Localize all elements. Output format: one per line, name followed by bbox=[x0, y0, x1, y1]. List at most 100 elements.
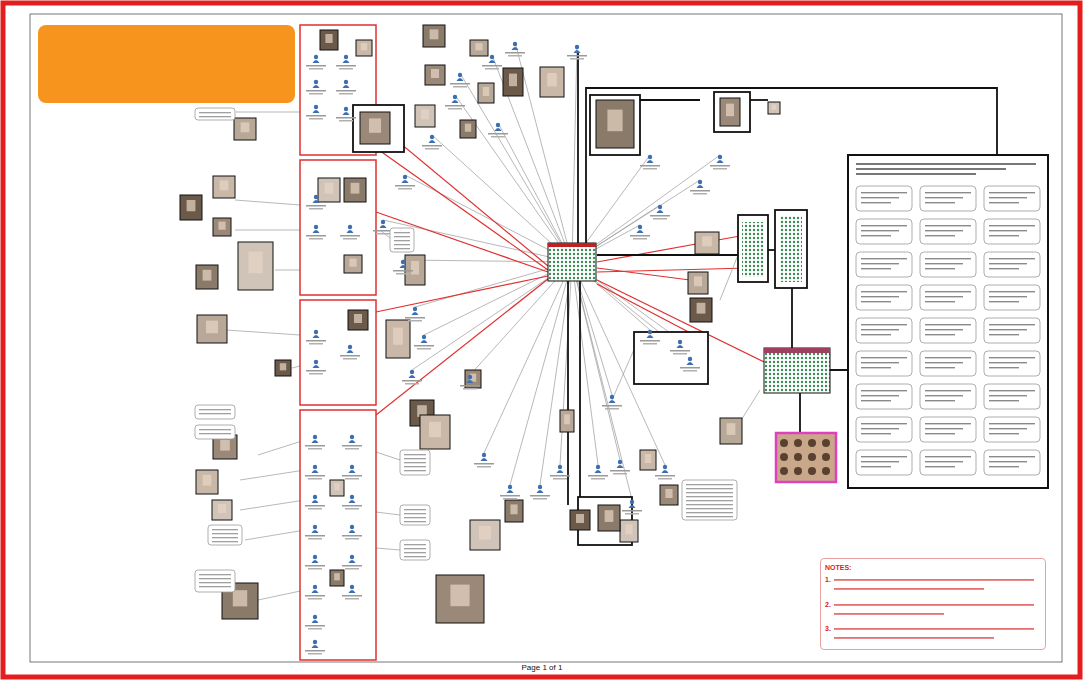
blurred-name bbox=[530, 495, 550, 497]
person-icon bbox=[677, 345, 684, 348]
summary-cell bbox=[856, 252, 912, 277]
person-icon bbox=[697, 185, 704, 188]
person-icon bbox=[507, 490, 514, 493]
blurred-name bbox=[306, 340, 326, 342]
blurred-text bbox=[989, 428, 1027, 429]
person-icon bbox=[648, 330, 652, 334]
blurred-text bbox=[925, 334, 955, 335]
person-icon bbox=[348, 225, 352, 229]
summary-cell bbox=[984, 318, 1040, 343]
summary-cell bbox=[856, 186, 912, 211]
leader-line bbox=[240, 500, 305, 510]
person-icon bbox=[718, 155, 722, 159]
blurred-text bbox=[861, 362, 899, 363]
subgroup-box bbox=[353, 105, 404, 152]
photo bbox=[213, 176, 235, 198]
blurred-name bbox=[339, 93, 353, 95]
blurred-text bbox=[861, 268, 891, 269]
strong-link-line bbox=[376, 279, 548, 415]
photo bbox=[598, 505, 620, 531]
hierarchy-line bbox=[567, 280, 569, 505]
blurred-text bbox=[925, 390, 971, 391]
person-icon bbox=[663, 465, 667, 469]
photo bbox=[275, 360, 291, 376]
blurred-text bbox=[925, 395, 963, 396]
person-icon bbox=[312, 470, 319, 473]
person-icon bbox=[348, 345, 352, 349]
photo bbox=[212, 500, 232, 520]
link-line bbox=[498, 123, 572, 262]
blurred-name bbox=[445, 105, 465, 107]
photo bbox=[213, 218, 231, 236]
person-icon bbox=[402, 180, 409, 183]
blurred-name bbox=[448, 108, 462, 110]
photo bbox=[560, 410, 574, 432]
person-icon bbox=[495, 128, 502, 131]
blurred-text bbox=[925, 466, 955, 467]
strong-link-line bbox=[376, 276, 548, 312]
person-icon bbox=[312, 560, 319, 563]
blurred-name bbox=[533, 498, 547, 500]
person-icon bbox=[489, 60, 496, 63]
subgroup-box bbox=[714, 92, 750, 132]
blurred-text bbox=[686, 496, 733, 497]
callout-box bbox=[682, 480, 737, 520]
blurred-name bbox=[500, 495, 520, 497]
person-icon bbox=[537, 490, 544, 493]
photo bbox=[415, 105, 435, 127]
photo-face bbox=[780, 467, 788, 475]
person-icon bbox=[313, 525, 317, 529]
blurred-name bbox=[640, 340, 660, 342]
photo-face bbox=[694, 276, 702, 286]
blurred-name bbox=[340, 235, 360, 237]
notes-heading: NOTES: bbox=[825, 563, 835, 572]
blurred-name bbox=[345, 478, 359, 480]
blurred-name bbox=[308, 508, 322, 510]
photo-face bbox=[206, 321, 218, 334]
secondary-subject-band bbox=[764, 348, 830, 353]
callout-box bbox=[390, 228, 414, 252]
photo-face bbox=[430, 29, 439, 39]
person-icon bbox=[314, 80, 318, 84]
photo-face bbox=[607, 110, 622, 132]
blurred-text bbox=[925, 235, 955, 236]
blurred-name bbox=[613, 473, 627, 475]
blurred-name bbox=[491, 136, 505, 138]
blurred-name bbox=[453, 86, 467, 88]
photo-face bbox=[351, 183, 360, 194]
photo bbox=[660, 485, 678, 505]
photo-face bbox=[280, 363, 286, 370]
blurred-name bbox=[305, 565, 325, 567]
blurred-name bbox=[713, 168, 727, 170]
photo-face bbox=[450, 585, 469, 607]
link-line bbox=[572, 262, 612, 395]
person-icon bbox=[350, 555, 354, 559]
blurred-text bbox=[925, 202, 955, 203]
blurred-text bbox=[861, 230, 899, 231]
blurred-text bbox=[686, 484, 733, 485]
blurred-name bbox=[306, 115, 326, 117]
blurred-text bbox=[861, 466, 891, 467]
person-icon bbox=[574, 50, 581, 53]
blurred-text bbox=[404, 509, 426, 510]
blurred-text bbox=[212, 533, 238, 534]
blurred-name bbox=[306, 370, 326, 372]
blurred-name bbox=[653, 218, 667, 220]
photo-face bbox=[625, 524, 632, 534]
blurred-text bbox=[212, 529, 238, 530]
blurred-name bbox=[553, 478, 567, 480]
person-icon bbox=[313, 200, 320, 203]
person-icon bbox=[313, 640, 317, 644]
blurred-name bbox=[305, 625, 325, 627]
photo-face bbox=[203, 270, 212, 281]
summary-cell bbox=[856, 351, 912, 376]
subgroup-box bbox=[634, 332, 708, 384]
person-icon bbox=[349, 560, 356, 563]
blurred-text bbox=[404, 462, 426, 463]
blurred-name bbox=[393, 270, 413, 272]
blurred-text bbox=[989, 433, 1019, 434]
blurred-text bbox=[925, 225, 971, 226]
person-icon bbox=[313, 465, 317, 469]
blurred-text bbox=[199, 116, 231, 117]
blurred-name bbox=[482, 65, 502, 67]
